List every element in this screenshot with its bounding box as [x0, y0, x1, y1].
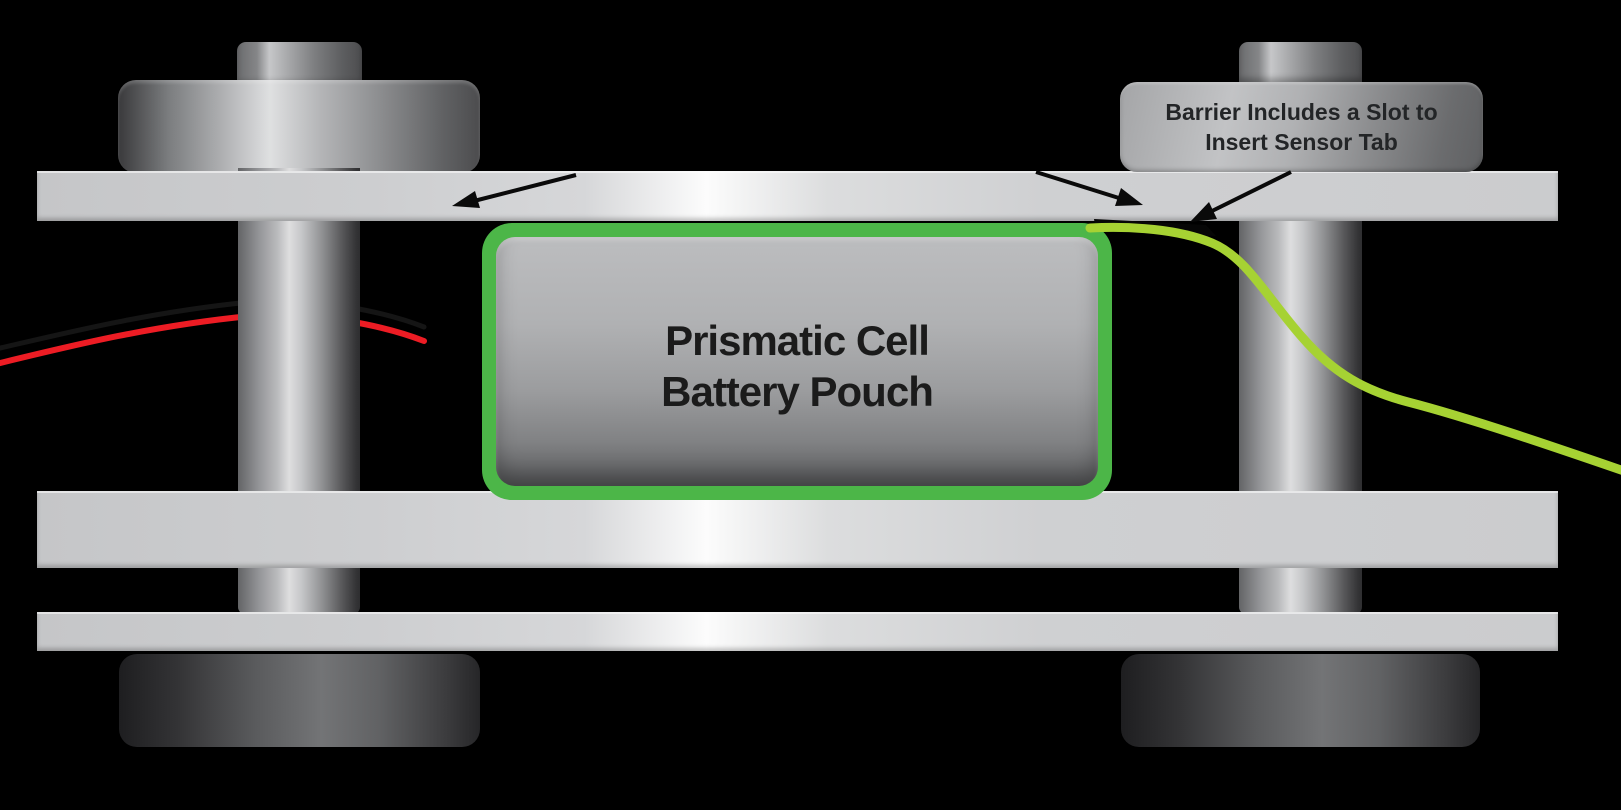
sensor-slot — [1094, 219, 1216, 236]
left-top-nut — [118, 80, 480, 173]
bottom-base-plate — [37, 612, 1558, 651]
negative-wire — [0, 298, 427, 351]
middle-barrier-plate — [37, 491, 1558, 568]
battery-pouch-body: Prismatic Cell Battery Pouch — [496, 237, 1098, 486]
right-post-cap — [1239, 42, 1362, 84]
annotation-callout: Barrier Includes a Slot to Insert Sensor… — [1120, 82, 1483, 172]
pouch-label-line2: Battery Pouch — [661, 367, 934, 415]
battery-pouch: Prismatic Cell Battery Pouch — [482, 223, 1112, 500]
right-foot-block — [1121, 654, 1480, 747]
battery-pouch-label: Prismatic Cell Battery Pouch — [661, 307, 934, 417]
left-foot-block — [119, 654, 480, 747]
annotation-callout-text: Barrier Includes a Slot to Insert Sensor… — [1165, 97, 1437, 157]
left-post-lower — [238, 566, 360, 614]
right-post-lower — [1239, 566, 1362, 614]
left-post — [238, 168, 360, 491]
pouch-label-line1: Prismatic Cell — [665, 316, 930, 364]
positive-wire — [0, 312, 427, 367]
top-barrier-plate — [37, 171, 1558, 221]
annotation-line2: Insert Sensor Tab — [1205, 129, 1398, 155]
annotation-line1: Barrier Includes a Slot to — [1165, 99, 1438, 125]
left-post-cap — [237, 42, 362, 87]
